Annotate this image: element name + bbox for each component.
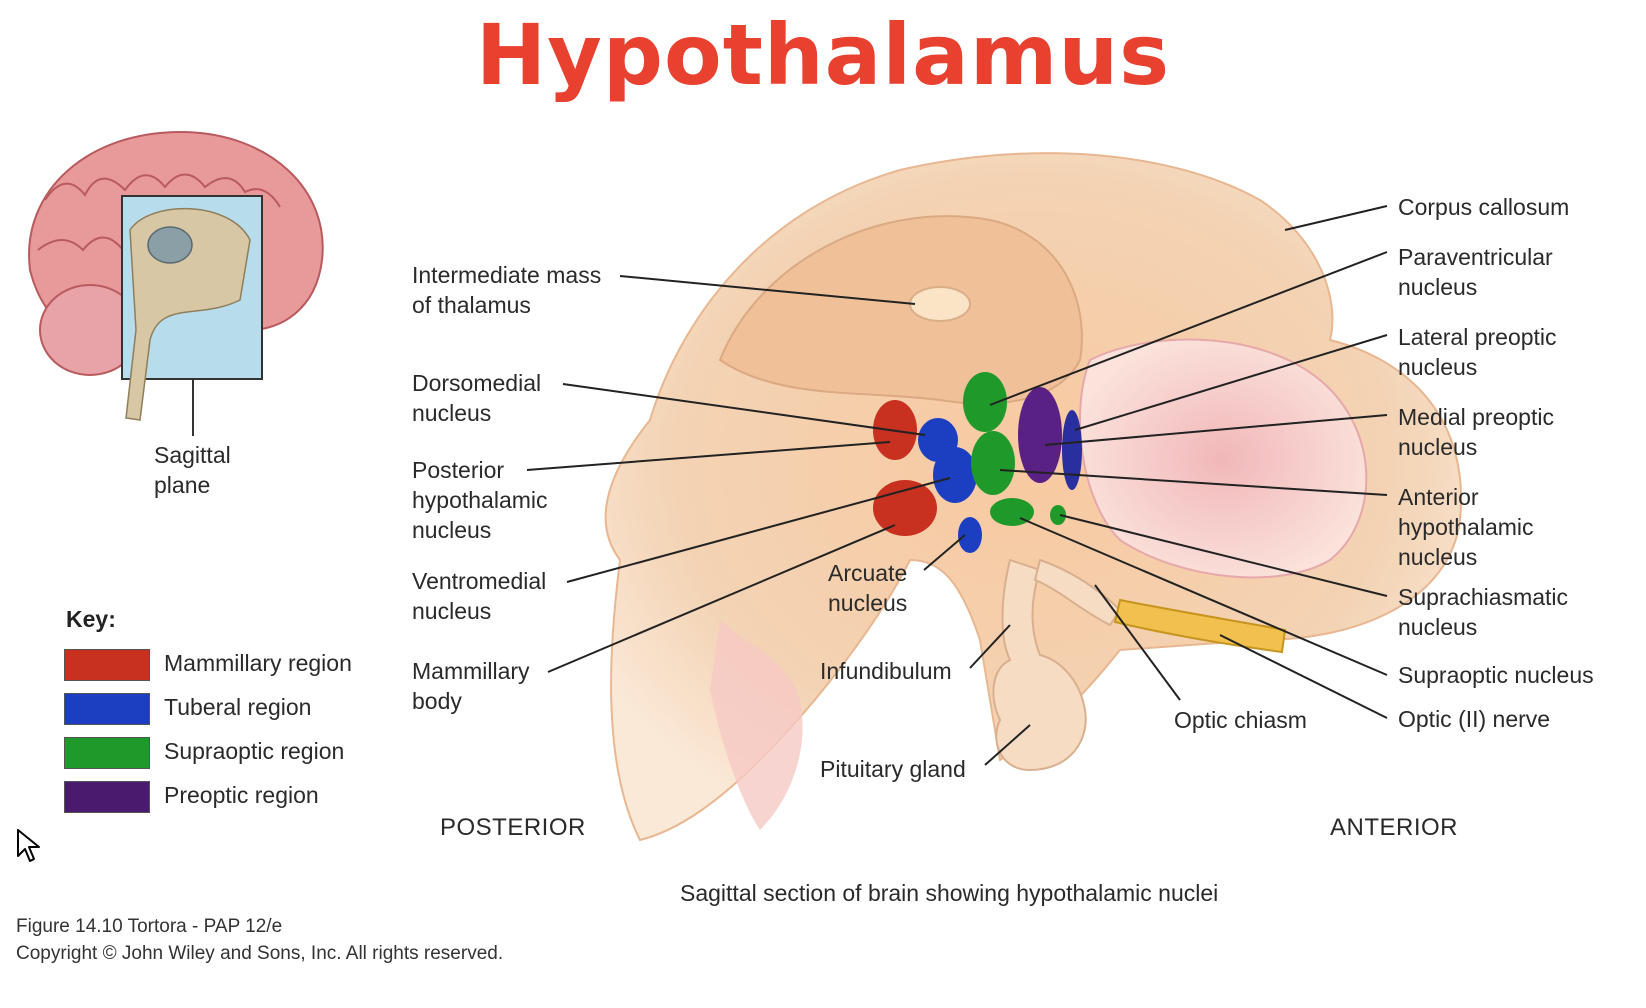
key-swatch-mammillary [64,649,150,681]
key-label-tuberal: Tuberal region [164,694,312,720]
figure-caption: Sagittal section of brain showing hypoth… [680,880,1219,906]
label-intermediate-mass: Intermediate mass of thalamus [412,262,602,318]
label-arcuate-nucleus: Arcuate nucleus [828,560,908,616]
label-ventromedial-nucleus: Ventromedial nucleus [412,568,547,624]
key-label-mammillary: Mammillary region [164,650,352,676]
label-posterior-hypothalamic-nucleus: Posterior hypothalamic nucleus [412,457,548,543]
key-title: Key: [66,606,116,632]
label-supraoptic-nucleus: Supraoptic nucleus [1398,662,1594,688]
label-infundibulum: Infundibulum [820,658,952,684]
medial-preoptic-blob [1018,387,1062,483]
anterior-hypothalamic-blob [971,431,1015,495]
label-anterior-hypothalamic-nucleus: Anterior hypothalamic nucleus [1398,484,1534,570]
label-optic-nerve: Optic (II) nerve [1398,706,1551,732]
key-swatch-tuberal [64,693,150,725]
label-lateral-preoptic-nucleus: Lateral preoptic nucleus [1398,324,1557,380]
label-optic-chiasm: Optic chiasm [1174,707,1307,733]
leader-lines [526,205,1388,766]
copyright-notice: Copyright © John Wiley and Sons, Inc. Al… [16,943,504,964]
paraventricular-blob [963,372,1007,432]
key-label-preoptic: Preoptic region [164,782,319,808]
label-medial-preoptic-nucleus: Medial preoptic nucleus [1398,404,1554,460]
figure-credit: Figure 14.10 Tortora - PAP 12/e [16,916,283,937]
label-dorsomedial-nucleus: Dorsomedial nucleus [412,370,542,426]
label-paraventricular-nucleus: Paraventricular nucleus [1398,244,1553,300]
key-swatch-supraoptic [64,737,150,769]
label-suprachiasmatic-nucleus: Suprachiasmatic nucleus [1398,584,1569,640]
lateral-preoptic-blob [1062,410,1082,490]
arcuate-blob [958,517,982,553]
key-label-supraoptic: Supraoptic region [164,738,345,764]
sagittal-plane-label: Sagittal plane [154,442,231,498]
label-corpus-callosum: Corpus callosum [1398,194,1570,220]
mouse-cursor-icon [17,829,40,862]
direction-anterior: ANTERIOR [1330,814,1459,841]
ventromedial-blob [933,447,977,503]
label-mammillary-body: Mammillary body [412,658,530,714]
sagittal-section [604,152,1463,842]
mammillary-body-blob [873,480,937,536]
label-pituitary-gland: Pituitary gland [820,756,966,782]
inset-brain [28,130,324,436]
key-swatch-preoptic [64,781,150,813]
suprachiasmatic-blob [1050,505,1066,525]
page-title: Hypothalamus [475,6,1171,104]
direction-posterior: POSTERIOR [440,814,586,841]
